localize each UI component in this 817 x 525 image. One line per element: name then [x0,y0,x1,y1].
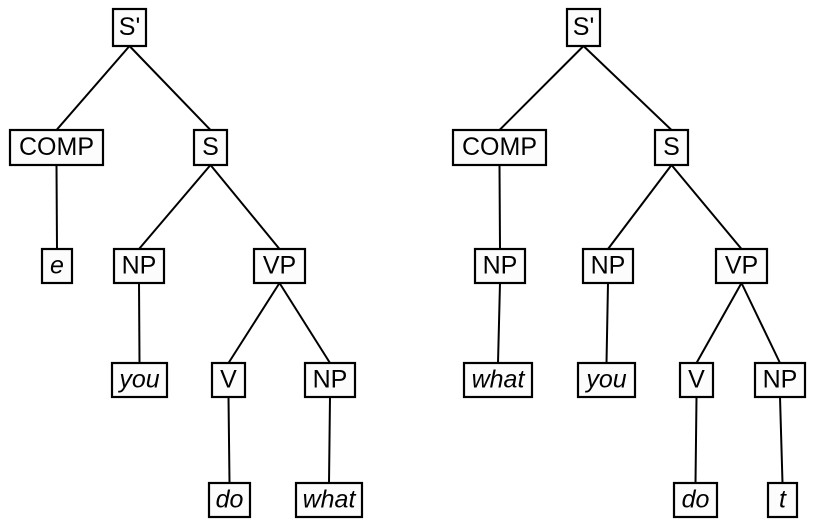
tree-edge-R-VP-to-R-V [695,282,743,364]
tree-node-L-you[interactable]: you [110,361,169,399]
tree-node-R-do[interactable]: do [672,481,719,519]
node-box-R-what [462,361,534,399]
node-box-R-Sbar [565,7,602,48]
tree-edge-R-COMP-to-R-NP0 [498,164,501,250]
node-label-L-V: V [220,366,237,394]
node-label-L-e: e [50,252,64,280]
node-box-R-NP1 [581,247,635,285]
node-label-R-NP2: NP [763,366,798,394]
tree-edge-L-COMP-to-L-e [55,164,58,250]
tree-edge-L-NP2-to-L-what [328,396,331,484]
node-label-L-NP1: NP [122,252,157,280]
tree-node-L-Sbar[interactable]: S' [111,7,148,48]
node-label-R-V: V [688,366,705,394]
tree-node-L-VP[interactable]: VP [252,247,307,285]
node-label-L-Sbar: S' [119,13,140,41]
tree-node-R-you[interactable]: you [576,361,637,399]
tree-node-R-NP1[interactable]: NP [581,247,635,285]
node-box-R-t [766,481,799,519]
tree-node-R-NP2[interactable]: NP [753,361,807,399]
tree-edge-L-Sbar-to-L-S [128,45,212,131]
tree-node-R-COMP[interactable]: COMP [451,128,548,167]
node-box-L-COMP [8,128,105,167]
tree-edge-R-NP2-to-R-t [779,396,784,484]
node-box-L-VP [252,247,307,285]
tree-edge-L-VP-to-L-NP2 [278,282,331,364]
tree-node-L-V[interactable]: V [210,361,247,399]
node-label-R-COMP: COMP [462,133,537,161]
tree-node-R-Sbar[interactable]: S' [565,7,602,48]
tree-edge-R-V-to-R-do [694,396,698,484]
node-box-L-Sbar [111,7,148,48]
tree-edge-L-S-to-L-NP1 [138,164,212,250]
node-box-R-do [672,481,719,519]
node-label-L-you: you [117,366,159,394]
node-label-R-NP0: NP [483,252,518,280]
node-box-L-NP2 [303,361,357,399]
node-label-L-what: what [303,486,357,514]
tree-node-L-do[interactable]: do [207,481,252,519]
node-box-R-NP0 [473,247,527,285]
tree-node-R-S[interactable]: S [653,128,690,167]
node-label-R-S: S [663,133,680,161]
tree-edge-L-S-to-L-VP [209,164,281,250]
node-label-L-S: S [202,133,219,161]
tree-node-R-VP[interactable]: VP [714,247,769,285]
node-label-R-what: what [472,366,526,394]
tree-node-L-COMP[interactable]: COMP [8,128,105,167]
node-label-R-t: t [779,486,787,514]
tree-edge-L-V-to-L-do [227,396,231,484]
node-box-L-do [207,481,252,519]
tree-node-L-what[interactable]: what [294,481,364,519]
tree-edge-R-S-to-R-NP1 [607,164,673,250]
tree-node-R-NP0[interactable]: NP [473,247,527,285]
node-label-L-NP2: NP [313,366,348,394]
tree-node-L-NP1[interactable]: NP [112,247,166,285]
node-box-R-VP [714,247,769,285]
tree-node-R-V[interactable]: V [678,361,715,399]
node-box-R-you [576,361,637,399]
tree-edge-R-S-to-R-VP [670,164,743,250]
tree-edge-R-VP-to-R-NP2 [740,282,781,364]
node-label-R-you: you [584,366,626,394]
tree-node-L-e[interactable]: e [40,247,74,285]
node-box-L-what [294,481,364,519]
node-box-R-NP2 [753,361,807,399]
node-box-L-NP1 [112,247,166,285]
tree-node-L-S[interactable]: S [192,128,229,167]
node-box-R-V [678,361,715,399]
node-box-R-COMP [451,128,548,167]
tree-edge-L-NP1-to-L-you [138,282,141,364]
tree-node-L-NP2[interactable]: NP [303,361,357,399]
node-box-L-e [40,247,74,285]
node-label-R-VP: VP [725,252,758,280]
edges-layer [55,45,784,484]
tree-edge-L-VP-to-L-V [227,282,281,364]
node-label-L-COMP: COMP [19,133,94,161]
node-box-L-you [110,361,169,399]
node-label-R-Sbar: S' [573,13,594,41]
node-box-R-S [653,128,690,167]
tree-edge-R-Sbar-to-R-COMP [498,45,585,131]
node-label-R-NP1: NP [591,252,626,280]
node-label-L-VP: VP [263,252,296,280]
tree-node-R-what[interactable]: what [462,361,534,399]
tree-edge-L-Sbar-to-L-COMP [55,45,131,131]
node-label-L-do: do [216,486,244,514]
node-box-L-S [192,128,229,167]
tree-edge-R-NP1-to-R-you [605,282,609,364]
node-box-L-V [210,361,247,399]
node-label-R-do: do [682,486,710,514]
tree-node-R-t[interactable]: t [766,481,799,519]
tree-edge-R-Sbar-to-R-S [582,45,673,131]
tree-edge-R-NP0-to-R-what [497,282,501,364]
